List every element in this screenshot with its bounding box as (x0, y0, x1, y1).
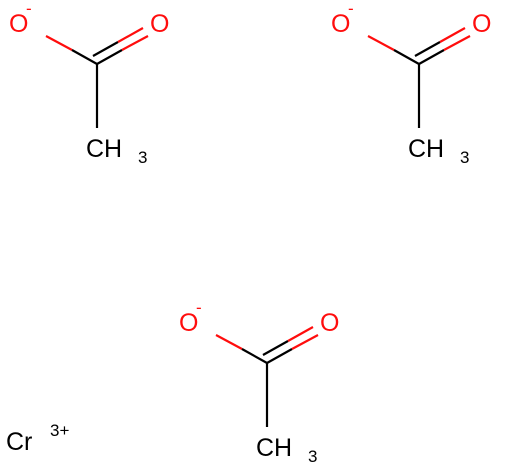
methyl-label: CH (408, 135, 444, 163)
bond-c-o-double-a-red (443, 35, 471, 51)
acetate-ion-2: O - O CH 3 (331, 0, 491, 167)
bond-c-o-double-a-red (291, 334, 319, 350)
bond-c-o-double-b-red (117, 27, 144, 43)
anion-charge-label: - (26, 0, 32, 18)
anion-oxygen-label: O (9, 10, 28, 38)
acetate-ion-3: O - O CH 3 (179, 298, 339, 466)
methyl-label: CH (86, 135, 122, 163)
bond-c-o-double-b (92, 41, 119, 57)
cation-symbol: Cr (6, 428, 32, 456)
bond-c-o-double-b-red (287, 326, 314, 342)
methyl-subscript: 3 (308, 447, 317, 466)
anion-oxygen-label: O (179, 309, 198, 337)
bond-c-o-double-a (418, 49, 445, 65)
carbonyl-oxygen-label: O (320, 309, 339, 337)
anion-charge-label: - (196, 298, 202, 317)
bond-c-o-double-a (96, 49, 123, 65)
methyl-subscript: 3 (138, 148, 147, 167)
bond-c-o-double-b (262, 340, 289, 356)
bond-o-minus-c (215, 334, 243, 350)
cation-charge: 3+ (50, 421, 69, 440)
bond-o-minus-c-black (393, 49, 420, 65)
methyl-label: CH (256, 434, 292, 462)
bond-o-minus-c-black (71, 49, 98, 65)
bond-o-minus-c (45, 35, 73, 51)
bond-c-o-double-b-red (439, 27, 466, 43)
bond-o-minus-c-black (241, 348, 268, 364)
bond-c-o-double-a-red (121, 35, 149, 51)
methyl-subscript: 3 (460, 148, 469, 167)
acetate-ion-1: O - O CH 3 (9, 0, 169, 167)
chromium-cation: Cr 3+ (6, 421, 69, 456)
carbonyl-oxygen-label: O (150, 10, 169, 38)
carbonyl-oxygen-label: O (472, 10, 491, 38)
bond-c-o-double-a (266, 348, 293, 364)
anion-oxygen-label: O (331, 10, 350, 38)
anion-charge-label: - (348, 0, 354, 18)
bond-o-minus-c (367, 35, 395, 51)
bond-c-o-double-b (414, 41, 441, 57)
